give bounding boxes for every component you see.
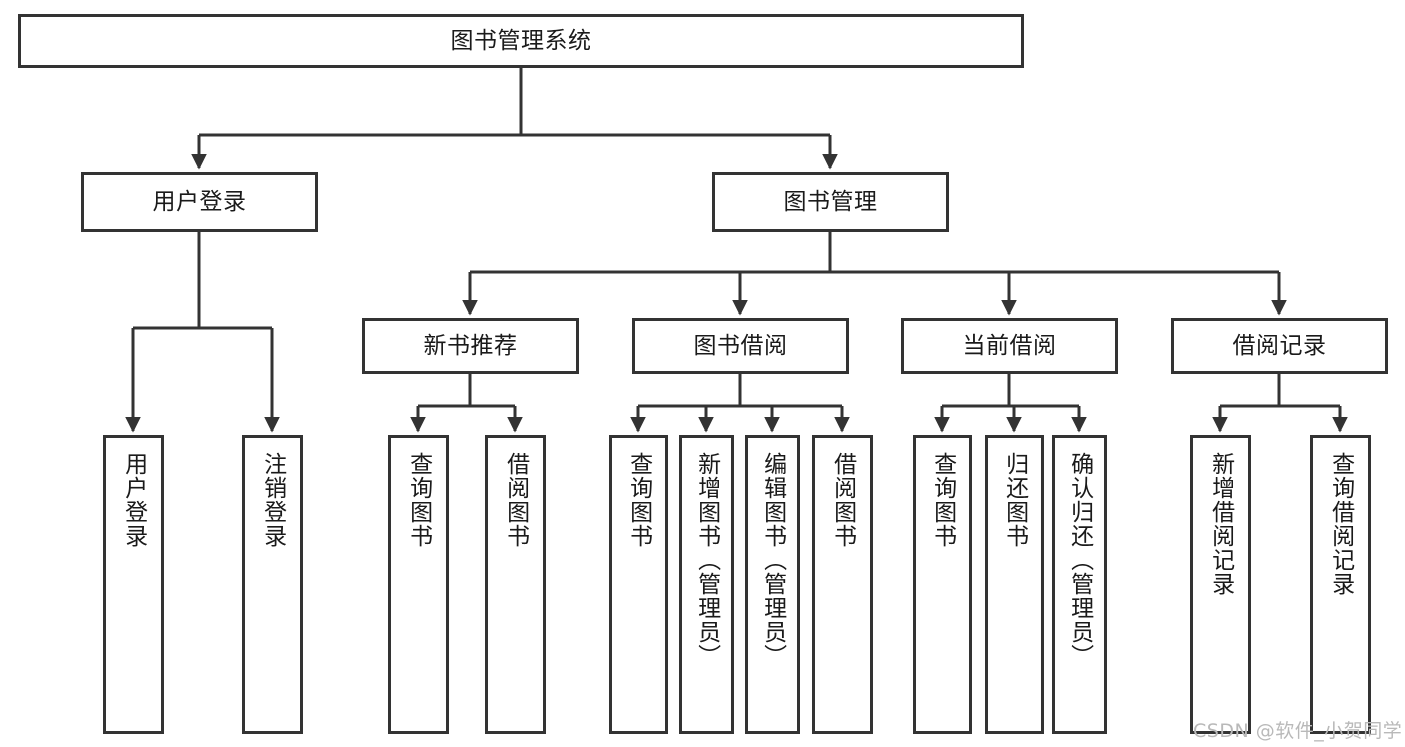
node-leaf-user-logout-label: 注销登录 bbox=[259, 452, 286, 548]
node-leaf-return-book-label: 归还图书 bbox=[1001, 452, 1028, 548]
node-leaf-user-login-label: 用户登录 bbox=[120, 452, 147, 548]
node-leaf-borrow-book-rec[interactable]: 借阅图书 bbox=[485, 435, 546, 734]
node-leaf-add-borrow-record-label: 新增借阅记录 bbox=[1207, 452, 1234, 596]
node-book-borrow[interactable]: 图书借阅 bbox=[632, 318, 849, 374]
node-leaf-confirm-return-admin-label: 确认归还（管理员） bbox=[1066, 452, 1093, 668]
node-leaf-user-login[interactable]: 用户登录 bbox=[103, 435, 164, 734]
node-borrow-record[interactable]: 借阅记录 bbox=[1171, 318, 1388, 374]
node-root[interactable]: 图书管理系统 bbox=[18, 14, 1024, 68]
node-leaf-borrow-book[interactable]: 借阅图书 bbox=[812, 435, 873, 734]
node-current-borrow[interactable]: 当前借阅 bbox=[901, 318, 1118, 374]
node-root-label: 图书管理系统 bbox=[450, 27, 592, 54]
node-leaf-query-book-rec-label: 查询图书 bbox=[405, 452, 432, 548]
node-leaf-query-book-borrow-label: 查询图书 bbox=[625, 452, 652, 548]
node-leaf-edit-book-admin[interactable]: 编辑图书（管理员） bbox=[745, 435, 800, 734]
node-leaf-add-book-admin[interactable]: 新增图书（管理员） bbox=[679, 435, 734, 734]
node-borrow-record-label: 借阅记录 bbox=[1232, 332, 1327, 359]
node-leaf-add-borrow-record[interactable]: 新增借阅记录 bbox=[1190, 435, 1251, 734]
node-leaf-confirm-return-admin[interactable]: 确认归还（管理员） bbox=[1052, 435, 1107, 734]
node-user-login-label: 用户登录 bbox=[152, 188, 247, 215]
node-leaf-query-borrow-record[interactable]: 查询借阅记录 bbox=[1310, 435, 1371, 734]
node-leaf-query-book-rec[interactable]: 查询图书 bbox=[388, 435, 449, 734]
node-leaf-query-book-borrow[interactable]: 查询图书 bbox=[609, 435, 668, 734]
node-leaf-return-book[interactable]: 归还图书 bbox=[985, 435, 1044, 734]
node-current-borrow-label: 当前借阅 bbox=[962, 332, 1057, 359]
node-leaf-query-book-current[interactable]: 查询图书 bbox=[913, 435, 972, 734]
node-leaf-query-borrow-record-label: 查询借阅记录 bbox=[1327, 452, 1354, 596]
node-new-book-rec[interactable]: 新书推荐 bbox=[362, 318, 579, 374]
csdn-watermark: CSDN @软件_小贺同学 bbox=[1193, 720, 1403, 742]
node-book-manage-label: 图书管理 bbox=[783, 188, 878, 215]
node-leaf-edit-book-admin-label: 编辑图书（管理员） bbox=[759, 452, 786, 668]
node-new-book-rec-label: 新书推荐 bbox=[423, 332, 518, 359]
node-leaf-borrow-book-label: 借阅图书 bbox=[829, 452, 856, 548]
node-book-borrow-label: 图书借阅 bbox=[693, 332, 788, 359]
node-book-manage[interactable]: 图书管理 bbox=[712, 172, 949, 232]
node-leaf-borrow-book-rec-label: 借阅图书 bbox=[502, 452, 529, 548]
node-leaf-query-book-current-label: 查询图书 bbox=[929, 452, 956, 548]
node-leaf-add-book-admin-label: 新增图书（管理员） bbox=[693, 452, 720, 668]
node-leaf-user-logout[interactable]: 注销登录 bbox=[242, 435, 303, 734]
node-user-login[interactable]: 用户登录 bbox=[81, 172, 318, 232]
